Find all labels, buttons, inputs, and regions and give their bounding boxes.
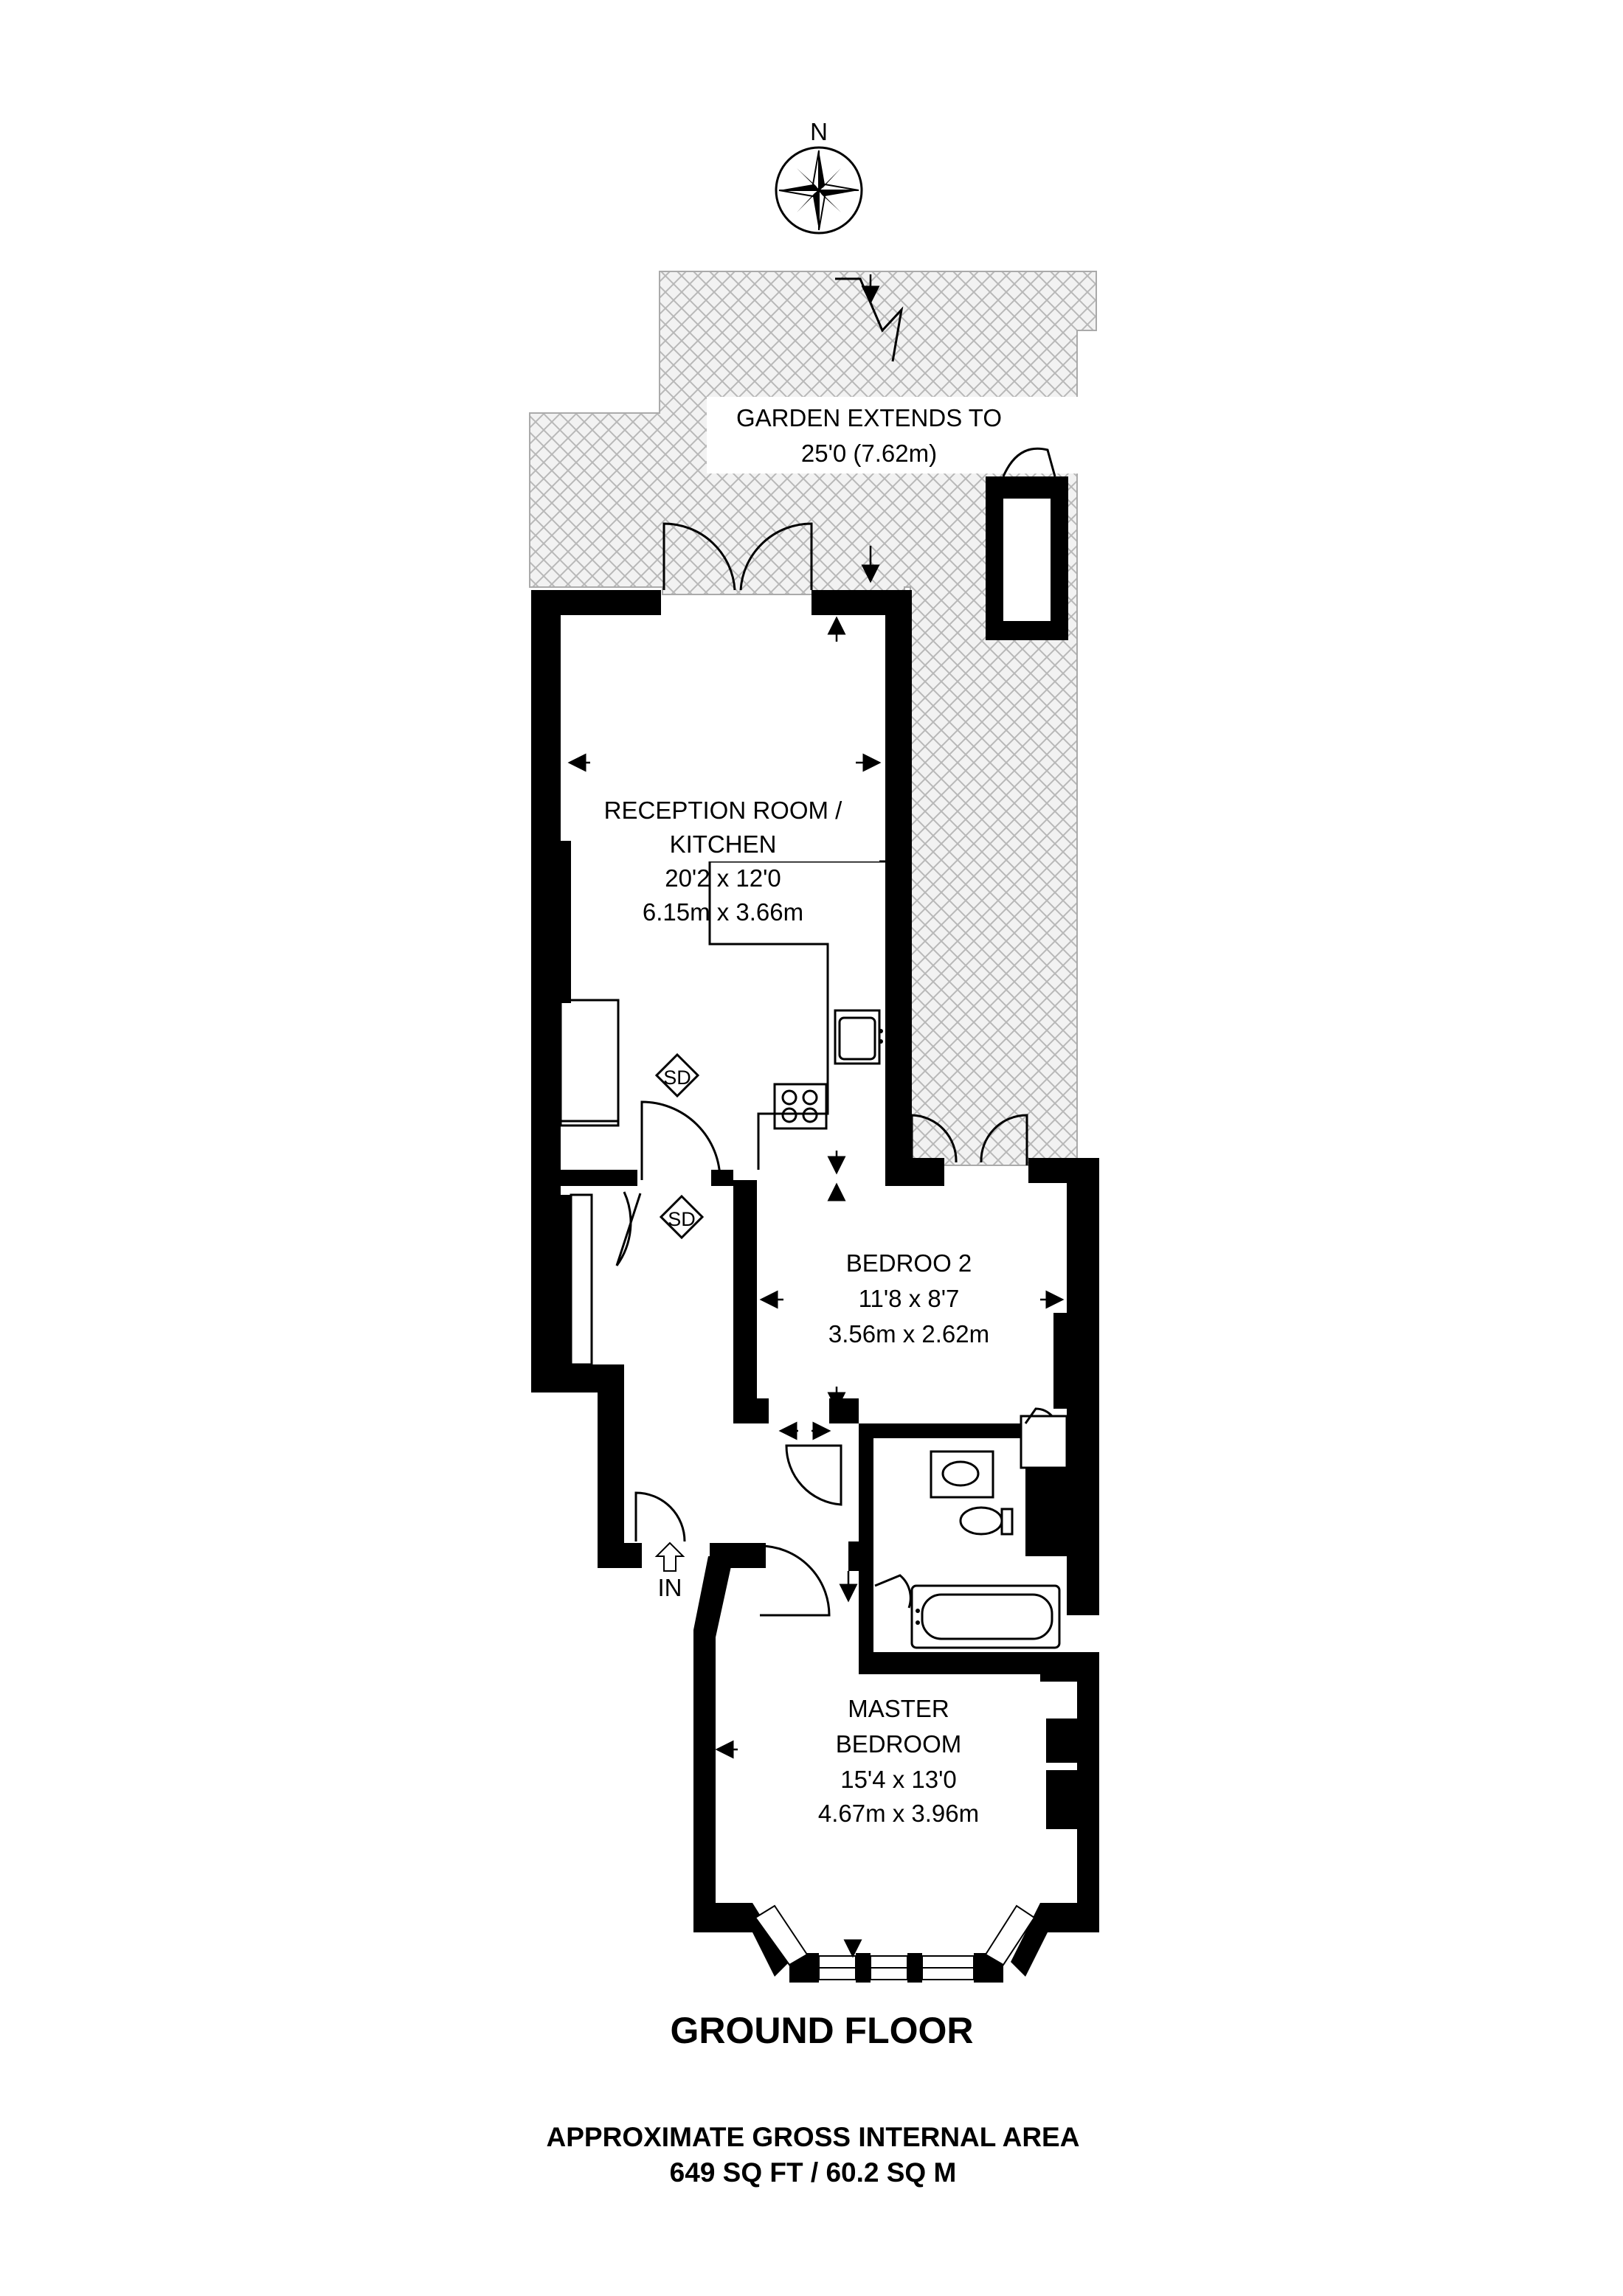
dimension-arrows xyxy=(567,616,1072,1958)
compass-rose-icon xyxy=(775,146,863,235)
smoke-detector-icon: SD xyxy=(659,1194,705,1240)
master-bedroom-name: MASTER xyxy=(848,1695,949,1722)
compass-label: N xyxy=(810,118,828,145)
floor-title: GROUND FLOOR xyxy=(670,2010,973,2051)
bedroom2-metric: 3.56m x 2.62m xyxy=(828,1320,989,1348)
entrance-arrow-icon xyxy=(654,1541,685,1572)
walls xyxy=(531,590,1099,1983)
area-label: APPROXIMATE GROSS INTERNAL AREA xyxy=(547,2122,1080,2152)
area-value: 649 SQ FT / 60.2 SQ M xyxy=(670,2157,957,2188)
reception-room-name-2: KITCHEN xyxy=(670,830,777,858)
bedroom2-imperial: 11'8 x 8'7 xyxy=(859,1285,960,1312)
entrance-label: IN xyxy=(658,1574,682,1601)
bedroom2-name: BEDROO 2 xyxy=(846,1249,972,1277)
master-bedroom-name-2: BEDROOM xyxy=(836,1730,962,1758)
reception-room-imperial: 20'2 x 12'0 xyxy=(665,864,781,892)
master-bedroom-metric: 4.67m x 3.96m xyxy=(818,1800,979,1827)
garden-area xyxy=(529,271,1097,1166)
master-bedroom-imperial: 15'4 x 13'0 xyxy=(840,1766,957,1793)
bathroom-fittings xyxy=(910,1450,1061,1649)
windows xyxy=(754,1904,1036,1980)
smoke-detector-icon: SD xyxy=(654,1052,700,1098)
garden-store xyxy=(986,447,1068,640)
reception-room-name: RECEPTION ROOM / xyxy=(604,797,843,824)
smoke-detector-label: SD xyxy=(668,1208,696,1230)
garden-label-line2: 25'0 (7.62m) xyxy=(801,440,937,467)
doors xyxy=(615,522,1053,1617)
garden-label-line1: GARDEN EXTENDS TO xyxy=(736,404,1002,431)
reception-room-metric: 6.15m x 3.66m xyxy=(643,898,803,926)
smoke-detector-label: SD xyxy=(663,1067,691,1089)
